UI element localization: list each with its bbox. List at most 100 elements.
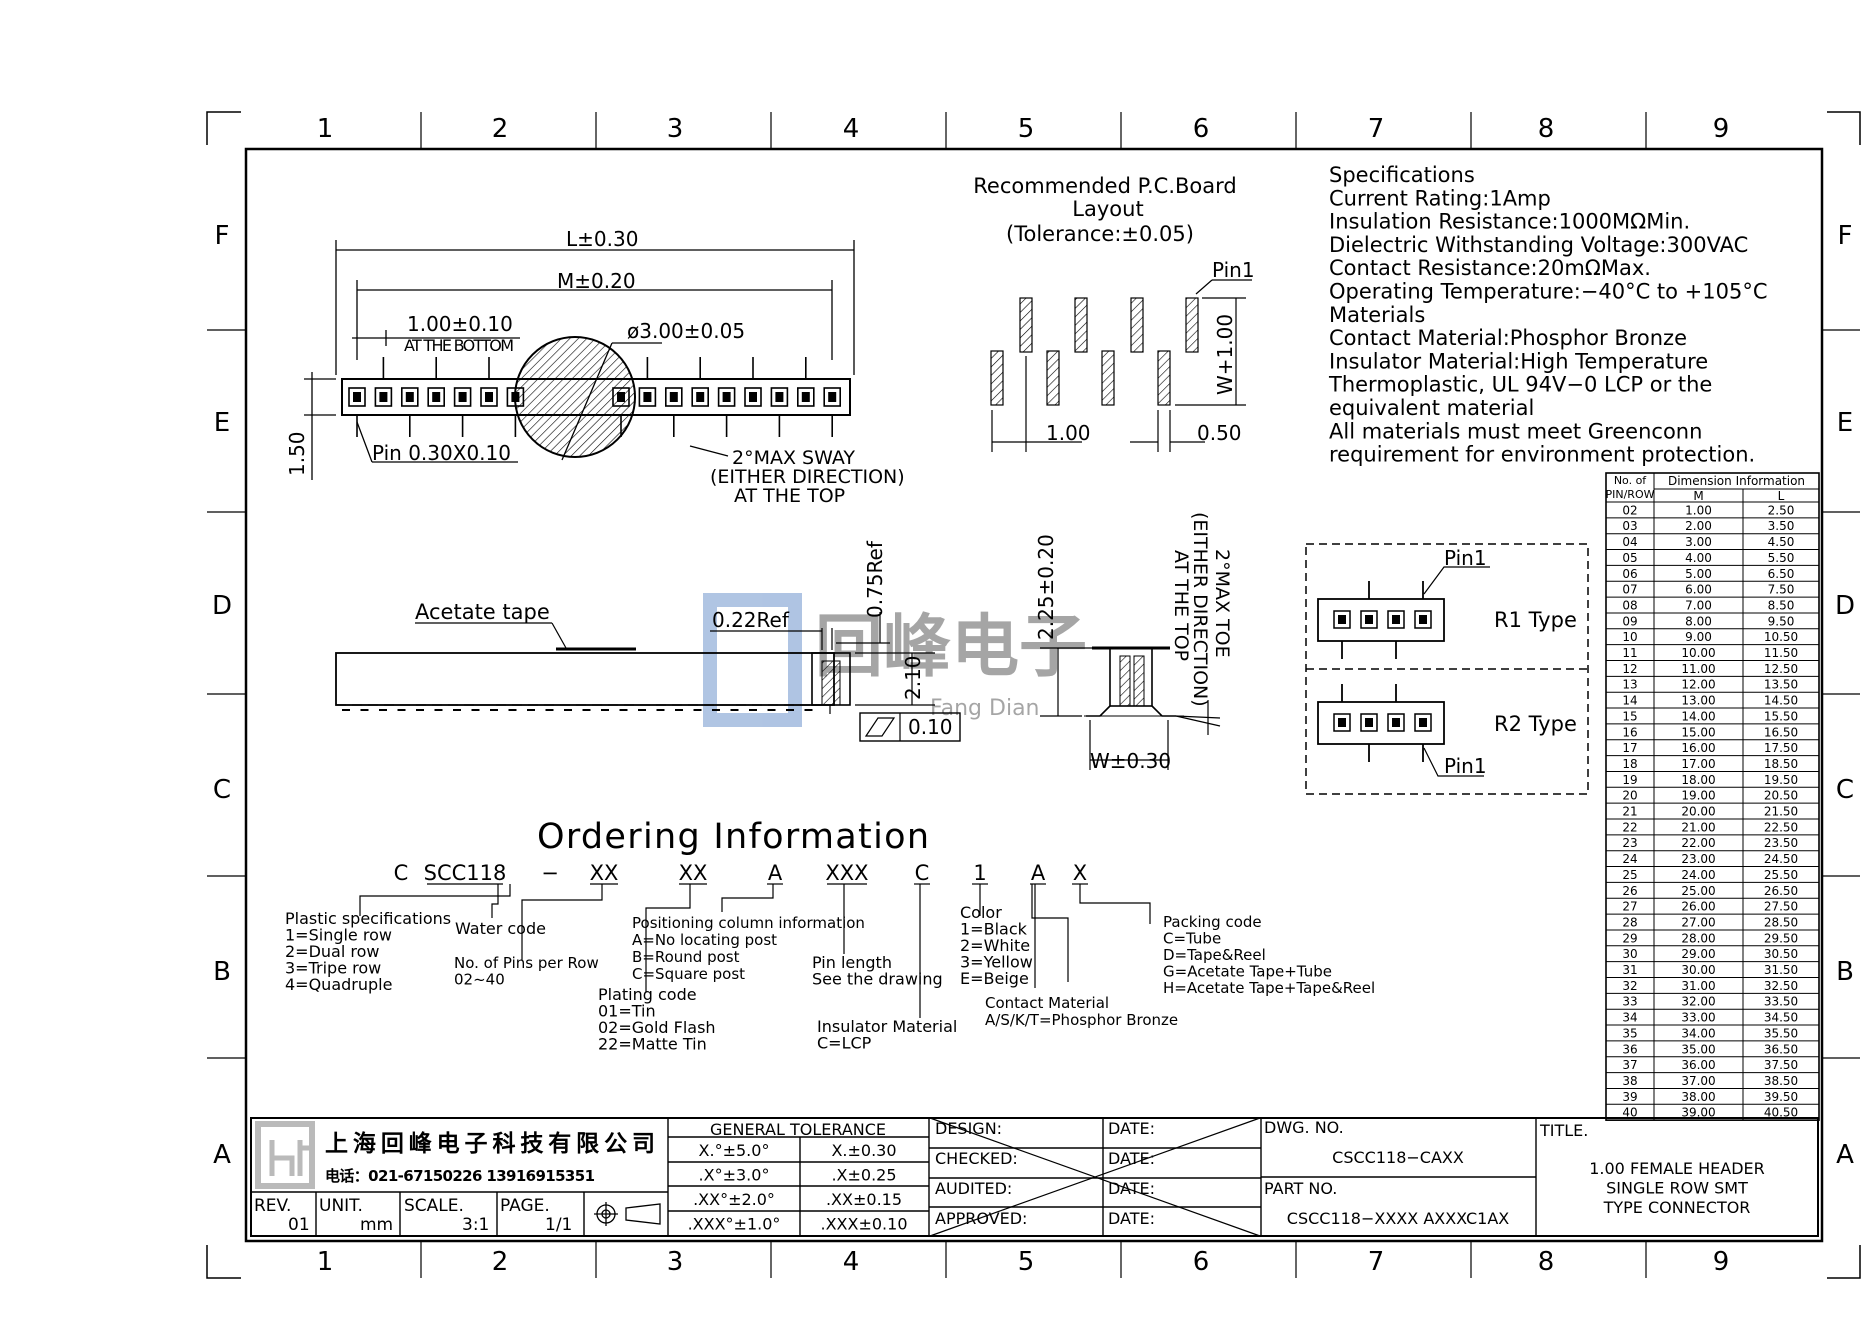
table-cell-pins: 21 <box>1622 805 1637 819</box>
pin-square <box>823 387 842 407</box>
pin-square <box>1333 713 1351 732</box>
ordering-plating-line: 02=Gold Flash <box>598 1018 716 1037</box>
watermark-sub: Fang Dian <box>930 696 1040 721</box>
sign-label: APPROVED: <box>935 1209 1027 1228</box>
table-cell-m: 7.00 <box>1685 598 1712 612</box>
table-cell-l: 4.50 <box>1768 535 1795 549</box>
table-cell-l: 2.50 <box>1768 503 1795 517</box>
table-cell-m: 2.00 <box>1685 519 1712 533</box>
table-cell-l: 16.50 <box>1764 725 1798 739</box>
ordering-plating-line: Plating code <box>598 985 697 1004</box>
ordering-pins-line: 02~40 <box>454 971 505 989</box>
row-label: D <box>1835 591 1855 621</box>
part-label: PART NO. <box>1264 1179 1337 1198</box>
pin-square <box>664 387 683 407</box>
pcb-layout: Recommended P.C.Board Layout (Tolerance:… <box>973 174 1255 452</box>
pin-square <box>744 387 762 407</box>
pin-square <box>1414 610 1432 629</box>
column-label: 7 <box>1368 114 1385 144</box>
pin-square <box>480 387 498 407</box>
sway-line2: (EITHER DIRECTION) <box>710 466 905 488</box>
table-cell-l: 37.50 <box>1764 1058 1798 1072</box>
table-cell-l: 36.50 <box>1764 1042 1798 1056</box>
ordering-color-line: 3=Yellow <box>960 953 1033 972</box>
table-cell-pins: 05 <box>1622 551 1637 565</box>
pin-square <box>1360 713 1378 732</box>
dim-075: 0.75Ref <box>863 540 887 618</box>
table-head-info: Dimension Information <box>1668 474 1805 488</box>
row-label: A <box>213 1140 231 1170</box>
connector-types: Pin1 R1 Type R2 Type Pin1 <box>1305 543 1589 795</box>
table-cell-pins: 20 <box>1622 789 1637 803</box>
table-cell-pins: 09 <box>1622 614 1637 628</box>
pin-square <box>691 387 710 407</box>
flatness-value: 0.10 <box>908 715 953 739</box>
tolerance-linear: .XXX±0.10 <box>821 1215 908 1234</box>
toe-line1: 2°MAX TOE <box>1211 549 1233 658</box>
pin-square <box>1414 713 1432 732</box>
sign-label: CHECKED: <box>935 1149 1018 1168</box>
code-part: C <box>915 861 930 885</box>
spec-line: Insulator Material:High Temperature <box>1329 349 1708 373</box>
table-cell-pins: 30 <box>1622 947 1637 961</box>
table-cell-l: 17.50 <box>1764 741 1798 755</box>
ordering-color-line: 2=White <box>960 936 1030 955</box>
table-cell-l: 34.50 <box>1764 1011 1798 1025</box>
pcb-title-3: (Tolerance:±0.05) <box>1006 222 1194 246</box>
dim-225: 2.25±0.20 <box>1034 534 1058 640</box>
row-label: F <box>1838 221 1853 251</box>
projection-symbol-icon <box>594 1202 661 1226</box>
pin-square <box>427 387 446 407</box>
ordering-plating-line: 01=Tin <box>598 1002 656 1021</box>
table-cell-pins: 19 <box>1622 773 1637 787</box>
ordering-color-line: 1=Black <box>960 920 1028 939</box>
table-cell-m: 9.00 <box>1685 630 1712 644</box>
pin-square <box>770 387 789 407</box>
code-part: XX <box>590 861 619 885</box>
spec-line: Current Rating:1Amp <box>1329 186 1551 210</box>
table-cell-l: 33.50 <box>1764 995 1798 1009</box>
ordering-packing-line: Packing code <box>1163 913 1262 931</box>
dim-022: 0.22Ref <box>712 608 790 632</box>
column-label: 8 <box>1538 1247 1555 1277</box>
ordering-insulator-line: C=LCP <box>817 1034 872 1053</box>
table-cell-l: 8.50 <box>1768 598 1795 612</box>
column-label: 4 <box>843 114 860 144</box>
table-cell-pins: 39 <box>1622 1090 1637 1104</box>
table-cell-pins: 29 <box>1622 931 1637 945</box>
ordering-position-line: A=No locating post <box>632 931 777 949</box>
ordering-water: Water code <box>455 919 546 938</box>
table-cell-l: 39.50 <box>1764 1090 1798 1104</box>
table-cell-m: 6.00 <box>1685 583 1712 597</box>
table-cell-l: 22.50 <box>1764 820 1798 834</box>
code-part: − <box>541 861 559 885</box>
table-cell-l: 11.50 <box>1764 646 1798 660</box>
pin-core <box>1338 718 1346 727</box>
table-cell-m: 1.00 <box>1685 503 1712 517</box>
column-label: 3 <box>667 114 684 144</box>
table-cell-l: 14.50 <box>1764 694 1798 708</box>
table-cell-l: 30.50 <box>1764 947 1798 961</box>
column-label: 7 <box>1368 1247 1385 1277</box>
table-head-pinrow: PIN/ROW <box>1606 488 1655 501</box>
scale-value: 3:1 <box>462 1215 489 1235</box>
ordering-position-line: B=Round post <box>632 948 740 966</box>
row-label: A <box>1836 1140 1854 1170</box>
table-cell-m: 15.00 <box>1681 725 1715 739</box>
column-label: 2 <box>492 1247 509 1277</box>
table-cell-pins: 36 <box>1622 1042 1637 1056</box>
pin-core <box>1419 718 1427 727</box>
column-label: 9 <box>1713 1247 1730 1277</box>
table-cell-pins: 25 <box>1622 868 1637 882</box>
title-label: TITLE. <box>1539 1121 1588 1140</box>
pin-core <box>669 392 678 402</box>
table-cell-pins: 11 <box>1622 646 1637 660</box>
table-cell-l: 40.50 <box>1764 1106 1798 1120</box>
pin-core <box>1392 718 1400 727</box>
sign-label: AUDITED: <box>935 1179 1012 1198</box>
spec-line: Materials <box>1329 303 1425 327</box>
table-cell-l: 15.50 <box>1764 709 1798 723</box>
column-label: 3 <box>667 1247 684 1277</box>
